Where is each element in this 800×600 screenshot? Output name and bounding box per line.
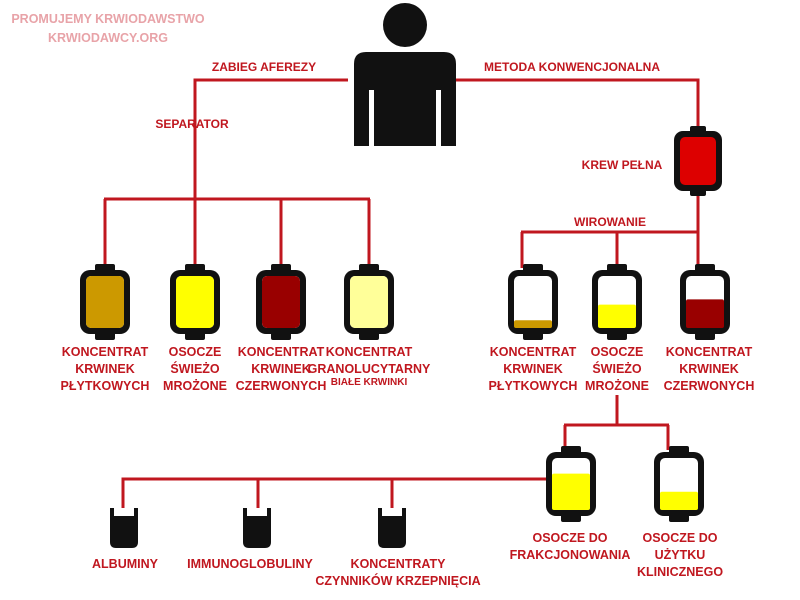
plasma-use-1-label-line-1: OSOCZE DO [532, 531, 607, 545]
apheresis-products: KONCENTRAT KRWINEK PŁYTKOWYCH OSOCZE ŚWIEŻO M… [61, 264, 431, 393]
fraction-vial-2-icon [243, 508, 271, 548]
apheresis-bag-4-icon [344, 264, 394, 340]
donor-person-icon [354, 3, 456, 146]
conventional-product-3-label-line-1: KONCENTRAT [666, 345, 753, 359]
apheresis-product-1-label-line-1: KONCENTRAT [62, 345, 149, 359]
apheresis-product-4-label-line-2: GRANOLUCYTARNY [308, 362, 431, 376]
fraction-3-label-line-2: CZYNNIKÓW KRZEPNIĘCIA [315, 573, 480, 588]
apheresis-product-1-label-line-2: KRWINEK [75, 362, 135, 376]
whole-blood-bag-icon [674, 126, 722, 196]
conventional-product-3-label-line-2: KRWINEK [679, 362, 739, 376]
fraction-vial-3-icon [378, 508, 406, 548]
conventional-product-2-label-line-3: MROŻONE [585, 378, 649, 393]
apheresis-product-3-label-line-2: KRWINEK [251, 362, 311, 376]
apheresis-product-2-label-line-3: MROŻONE [163, 378, 227, 393]
fraction-3-label-line-1: KONCENTRATY [351, 557, 447, 571]
conventional-product-2-label-line-2: ŚWIEŻO [592, 361, 642, 376]
apheresis-product-3-label-line-1: KONCENTRAT [238, 345, 325, 359]
whole-blood-label: KREW PEŁNA [582, 158, 663, 172]
conventional-products: KONCENTRAT KRWINEK PŁYTKOWYCH OSOCZE ŚWIEŻO M… [489, 264, 755, 393]
plasma-use-2-label-line-1: OSOCZE DO [642, 531, 717, 545]
apheresis-bag-1-icon [80, 264, 130, 340]
apheresis-product-2-label-line-1: OSOCZE [169, 345, 222, 359]
apheresis-product-3-label-line-3: CZERWONYCH [236, 379, 327, 393]
watermark-line-1: PROMUJEMY KRWIODAWSTWO [11, 12, 205, 26]
plasma-use-bag-1-icon [546, 446, 596, 522]
connector-lines [103, 78, 700, 508]
apheresis-product-2-label-line-2: ŚWIEŻO [170, 361, 220, 376]
apheresis-bag-3-icon [256, 264, 306, 340]
conventional-product-1-label-line-2: KRWINEK [503, 362, 563, 376]
centrifuge-label: WIROWANIE [574, 215, 646, 229]
plasma-fractions: ALBUMINY IMMUNOGLOBULINY KONCENTRATY CZYNNI… [92, 508, 481, 588]
plasma-uses: OSOCZE DO FRAKCJONOWANIA OSOCZE DO UŻYTKU KL… [510, 446, 723, 579]
conventional-bag-3-icon [680, 264, 730, 340]
conventional-bag-1-icon [508, 264, 558, 340]
conventional-bag-2-icon [592, 264, 642, 340]
apheresis-product-4-label-line-1: KONCENTRAT [326, 345, 413, 359]
plasma-use-1-label-line-2: FRAKCJONOWANIA [510, 548, 631, 562]
fraction-vial-1-icon [110, 508, 138, 548]
conventional-label: METODA KONWENCJONALNA [484, 60, 660, 74]
conventional-product-2-label-line-1: OSOCZE [591, 345, 644, 359]
fraction-2-label-line-1: IMMUNOGLOBULINY [187, 557, 313, 571]
fraction-1-label-line-1: ALBUMINY [92, 557, 159, 571]
watermark-line-2: KRWIODAWCY.ORG [48, 31, 168, 45]
plasma-use-2-label-line-3: KLINICZNEGO [637, 565, 723, 579]
apheresis-product-4-sublabel: BIAŁE KRWINKI [331, 377, 408, 388]
apheresis-label: ZABIEG AFEREZY [212, 60, 316, 74]
plasma-use-2-label-line-2: UŻYTKU [655, 547, 706, 562]
conventional-product-3-label-line-3: CZERWONYCH [664, 379, 755, 393]
apheresis-bag-2-icon [170, 264, 220, 340]
separator-label: SEPARATOR [155, 117, 229, 131]
conventional-product-1-label-line-3: PŁYTKOWYCH [489, 379, 578, 393]
plasma-use-bag-2-icon [654, 446, 704, 522]
apheresis-product-1-label-line-3: PŁYTKOWYCH [61, 379, 150, 393]
conventional-product-1-label-line-1: KONCENTRAT [490, 345, 577, 359]
